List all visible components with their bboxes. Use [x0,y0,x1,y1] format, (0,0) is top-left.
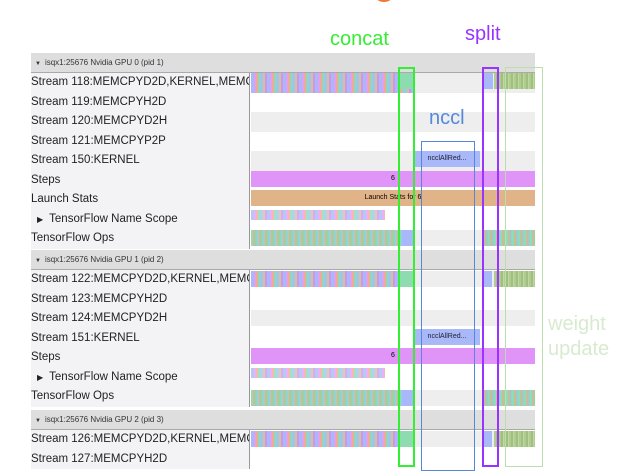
process-header-gpu1[interactable]: ▼isqx1:25676 Nvidia GPU 1 (pid 2) [31,250,535,270]
track-label: TensorFlow Ops [31,387,250,407]
nccl-label: nccl [429,107,465,129]
tf-op-event[interactable] [402,390,414,406]
weight-update-events[interactable] [494,431,535,447]
split-event[interactable] [482,73,493,89]
track-label: Stream 127:MEMCPYH2D [31,449,250,469]
weight-update-box [505,67,543,467]
track-label: Stream 122:MEMCPYD2D,KERNEL,MEMCPY [31,270,250,290]
weight-update-events[interactable] [494,271,535,287]
concat-event[interactable] [398,73,415,89]
step-event[interactable]: 6 [251,348,535,364]
stream-events[interactable] [251,431,415,447]
weight-update-events[interactable] [494,73,535,89]
launch-stats-event[interactable]: Launch Stats for 6 [251,190,535,206]
track-bg [251,112,535,132]
track-bg [414,390,482,406]
weight-update-label: weight update [548,313,610,360]
expand-icon[interactable]: ▶ [37,372,44,382]
nccl-box [421,141,475,471]
orange-marker [376,0,392,2]
track-label: TensorFlow Name Scope [49,370,178,383]
track-bg [414,230,482,246]
process-header-gpu2[interactable]: ▼isqx1:25676 Nvidia GPU 2 (pid 3) [31,410,535,430]
process-header-gpu0[interactable]: ▼isqx1:25676 Nvidia GPU 0 (pid 1) [31,53,535,73]
split-event[interactable] [482,271,492,287]
name-scope-events[interactable] [251,368,385,378]
track-label: Steps [31,170,250,190]
name-scope-row[interactable]: ▶ TensorFlow Name Scope [31,367,250,387]
collapse-icon[interactable]: ▼ [35,418,41,424]
track-label: Stream 150:KERNEL [31,151,250,171]
track-label: TensorFlow Ops [31,229,250,249]
track-label: Stream 124:MEMCPYD2H [31,309,250,329]
track-label: Launch Stats [31,190,250,210]
track-label: Stream 121:MEMCPYP2P [31,131,250,151]
name-scope-row[interactable]: ▶ TensorFlow Name Scope [31,209,250,229]
track-label: Stream 123:MEMCPYH2D [31,289,250,309]
tf-ops-events[interactable] [251,230,415,246]
tf-ops-events[interactable] [251,390,415,406]
track-label: Steps [31,348,250,368]
stream-events[interactable] [251,271,415,287]
concat-box [398,67,415,467]
nccl-allreduce-event[interactable]: ncclAllRed... [414,151,480,167]
process-title: isqx1:25676 Nvidia GPU 1 (pid 2) [44,255,164,264]
split-label: split [465,23,501,45]
step-event[interactable]: 6 [251,171,535,187]
tf-op-event[interactable] [402,230,414,246]
split-event[interactable] [482,431,492,447]
track-label: Stream 126:MEMCPYD2D,KERNEL,MEMCPY [31,430,250,450]
expand-icon[interactable]: ▶ [37,214,44,224]
track-label: Stream 120:MEMCPYD2H [31,112,250,132]
tf-ops-events[interactable] [482,230,535,246]
nccl-allreduce-event[interactable]: ncclAllRed... [414,329,480,345]
concat-event[interactable] [398,431,413,447]
track-label: Stream 119:MEMCPYH2D [31,92,250,112]
process-title: isqx1:25676 Nvidia GPU 0 (pid 1) [44,58,164,67]
concat-label: concat [330,28,389,50]
track-label: Stream 151:KERNEL [31,328,250,348]
concat-event[interactable] [398,271,413,287]
track-label: TensorFlow Name Scope [49,212,178,225]
track-label: Stream 118:MEMCPYD2D,KERNEL,MEMCPY [31,73,250,93]
track-bg [251,310,535,326]
process-title: isqx1:25676 Nvidia GPU 2 (pid 3) [44,415,164,424]
tf-ops-events[interactable] [482,390,535,406]
collapse-icon[interactable]: ▼ [35,258,41,264]
collapse-icon[interactable]: ▼ [35,61,41,67]
stream-events[interactable] [251,73,415,93]
split-box [482,67,499,467]
name-scope-events[interactable] [251,210,385,220]
